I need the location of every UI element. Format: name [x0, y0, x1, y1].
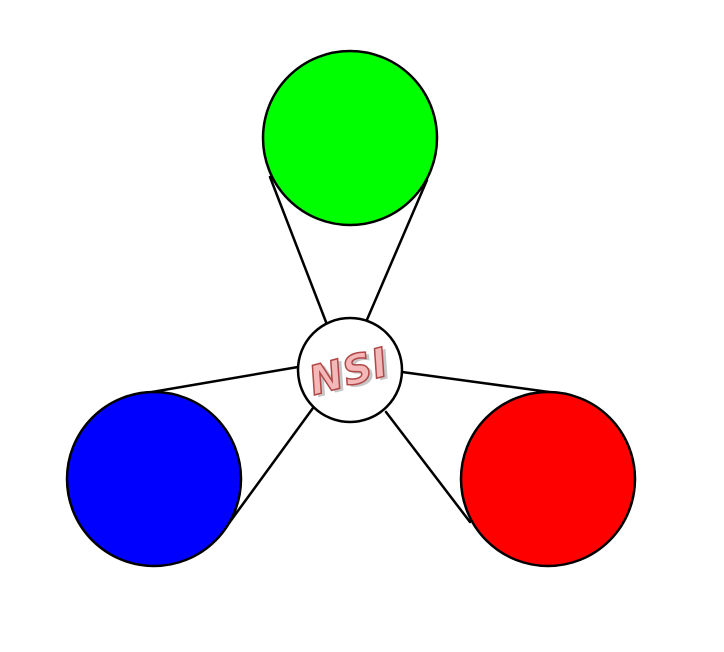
- connector-green-left: [268, 175, 328, 324]
- connector-blue-top: [150, 365, 300, 394]
- nsi-logo: NSI NSI: [304, 339, 398, 407]
- connector-red-bottom: [384, 410, 472, 524]
- connector-blue-bottom: [222, 406, 315, 532]
- hub-node: [296, 316, 404, 424]
- green-node: [261, 49, 439, 227]
- connectors: [150, 175, 551, 532]
- connector-green-right: [364, 178, 429, 324]
- red-node: [459, 390, 637, 568]
- blue-node: [65, 390, 243, 568]
- connector-red-top: [400, 370, 551, 394]
